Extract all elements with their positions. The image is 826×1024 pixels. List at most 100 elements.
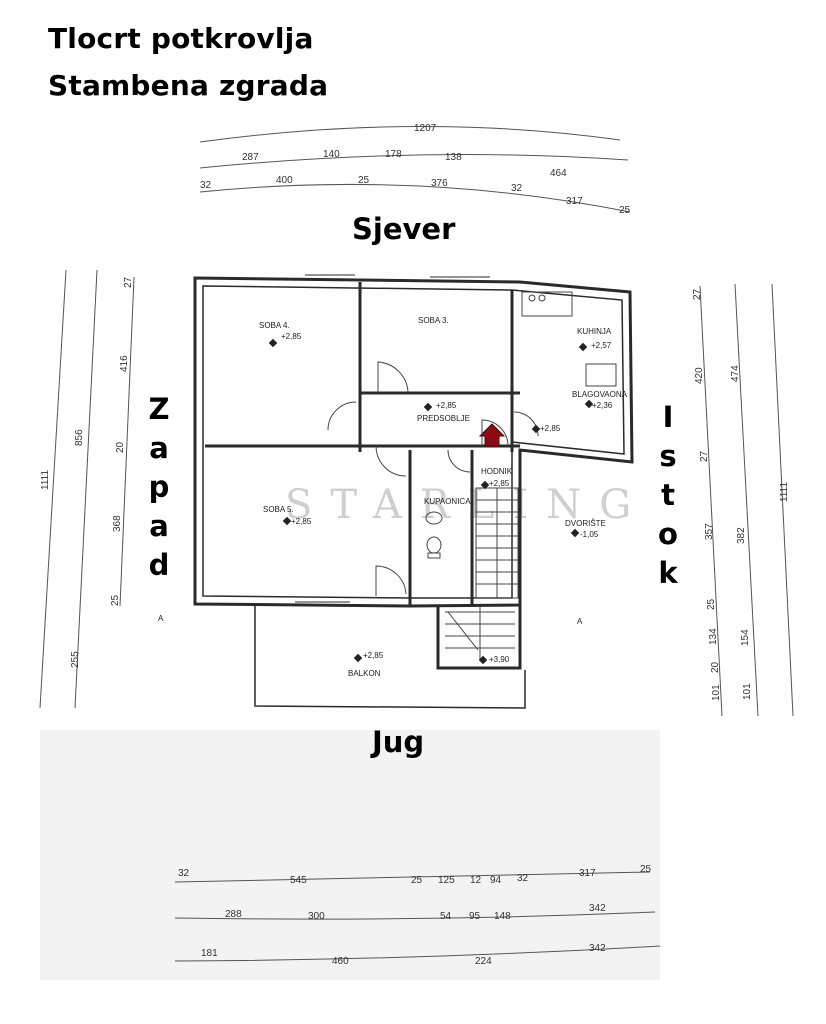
entrance-arrow-icon (478, 423, 506, 447)
level-dvoriste: -1,05 (580, 530, 599, 539)
west-letter: Z (148, 392, 170, 426)
level-balkon: +2,85 (363, 651, 384, 660)
right-inner-value: 27 (699, 450, 710, 462)
windows (295, 274, 490, 603)
room-label-hodnik: HODNIK (481, 467, 513, 476)
bottom-row2-value: 148 (494, 911, 511, 922)
right-mid-value: 154 (740, 629, 751, 646)
bottom-row2-value: 95 (469, 911, 481, 922)
dim-left-bottom: 255 (70, 651, 81, 668)
top-row3-value: 32 (511, 183, 523, 194)
left-inner-value: 27 (123, 276, 134, 288)
right-inner-value: 357 (704, 523, 715, 540)
top-row3-value: 376 (431, 178, 448, 189)
dim-bottom-row2: 288 300 54 95 148 342 (225, 903, 606, 922)
scanned-paper-area (40, 730, 660, 980)
top-row3-value: 25 (358, 175, 370, 186)
bottom-row2-value: 54 (440, 911, 452, 922)
bottom-row1-value: 32 (178, 868, 190, 879)
room-label-balkon: BALKON (348, 669, 381, 678)
right-inner-value: 134 (708, 628, 719, 645)
dimension-lines (39, 125, 794, 962)
room-label-soba5: SOBA 5. (263, 505, 294, 514)
top-row2-value: 464 (550, 168, 567, 179)
level-markers (268, 338, 594, 665)
dim-right-inner: 27 420 27 357 25 134 20 101 (692, 288, 722, 701)
right-inner-value: 101 (711, 684, 722, 701)
right-inner-value: 20 (710, 661, 721, 673)
east-letter: o (658, 517, 678, 551)
stair-treads (445, 487, 519, 660)
right-mid-value: 101 (742, 683, 753, 700)
bathroom-fixtures (425, 511, 443, 559)
section-mark-left: A (158, 614, 164, 623)
section-mark-right: A (577, 617, 583, 626)
top-row2-value: 140 (323, 149, 340, 160)
bottom-row1-value: 125 (438, 875, 455, 886)
west-letter: a (149, 509, 169, 543)
kitchen-counter (521, 291, 617, 387)
dim-left-mid: 856 (74, 429, 85, 446)
top-row2-value: 287 (242, 152, 259, 163)
east-letter: k (658, 556, 678, 590)
room-label-blagovaona: BLAGOVAONA (572, 390, 628, 399)
east-letter: t (661, 478, 675, 512)
left-inner-value: 368 (112, 515, 123, 532)
dim-right-mid: 474 382 154 101 (730, 365, 753, 700)
right-inner-value: 420 (694, 367, 705, 384)
east-letter: s (659, 439, 677, 473)
watermark: STARLING (285, 482, 649, 528)
compass-south-label: Jug (372, 725, 425, 759)
bottom-row3-value: 460 (332, 956, 349, 967)
dim-right-outer: 1111 (779, 482, 790, 502)
door-swings (327, 361, 539, 596)
plan-title: Tlocrt potkrovlja (48, 22, 314, 55)
bottom-row3-value: 342 (589, 943, 606, 954)
level-predsoblje-2: +2,85 (540, 424, 561, 433)
west-letter: a (149, 431, 169, 465)
bottom-row1-value: 25 (640, 864, 652, 875)
right-mid-value: 382 (736, 527, 747, 544)
dim-top-total: 1207 (414, 123, 437, 134)
bottom-row2-value: 288 (225, 909, 242, 920)
room-label-soba4: SOBA 4. (259, 321, 290, 330)
left-inner-value: 20 (115, 441, 126, 453)
level-soba5: +2,85 (291, 517, 312, 526)
top-row2-value: 138 (445, 152, 462, 163)
level-hodnik: +2,85 (489, 479, 510, 488)
room-label-kuhinja: KUHINJA (577, 327, 612, 336)
left-inner-value: 25 (110, 594, 121, 606)
bottom-row1-value: 94 (490, 875, 502, 886)
west-letter: d (148, 548, 170, 582)
bottom-row1-value: 317 (579, 868, 596, 879)
compass-north-label: Sjever (352, 212, 456, 246)
right-mid-value: 474 (730, 365, 741, 382)
bottom-row1-value: 32 (517, 873, 529, 884)
room-label-dvoriste: DVORIŠTE (565, 519, 606, 528)
bottom-row2-value: 342 (589, 903, 606, 914)
top-row3-value: 400 (276, 175, 293, 186)
dim-top-row2: 287 140 178 138 464 (242, 149, 567, 179)
top-row3-value: 25 (619, 205, 631, 216)
bottom-row1-value: 545 (290, 875, 307, 886)
bottom-row1-value: 12 (470, 875, 482, 886)
right-inner-value: 27 (692, 288, 703, 300)
bottom-row3-value: 181 (201, 948, 218, 959)
west-letter: p (148, 470, 170, 504)
bottom-row2-value: 300 (308, 911, 325, 922)
level-blagovaona: +2,36 (592, 401, 613, 410)
level-predsoblje: +2,85 (436, 401, 457, 410)
room-label-kupaonica: KUPAONICA (424, 497, 471, 506)
room-label-soba3: SOBA 3. (418, 316, 449, 325)
right-inner-value: 25 (706, 598, 717, 610)
level-stairs: +3,90 (489, 655, 510, 664)
room-label-predsoblje: PREDSOBLJE (417, 414, 470, 423)
plan-subtitle: Stambena zgrada (48, 69, 329, 102)
top-row3-value: 32 (200, 180, 212, 191)
top-row2-value: 178 (385, 149, 402, 160)
